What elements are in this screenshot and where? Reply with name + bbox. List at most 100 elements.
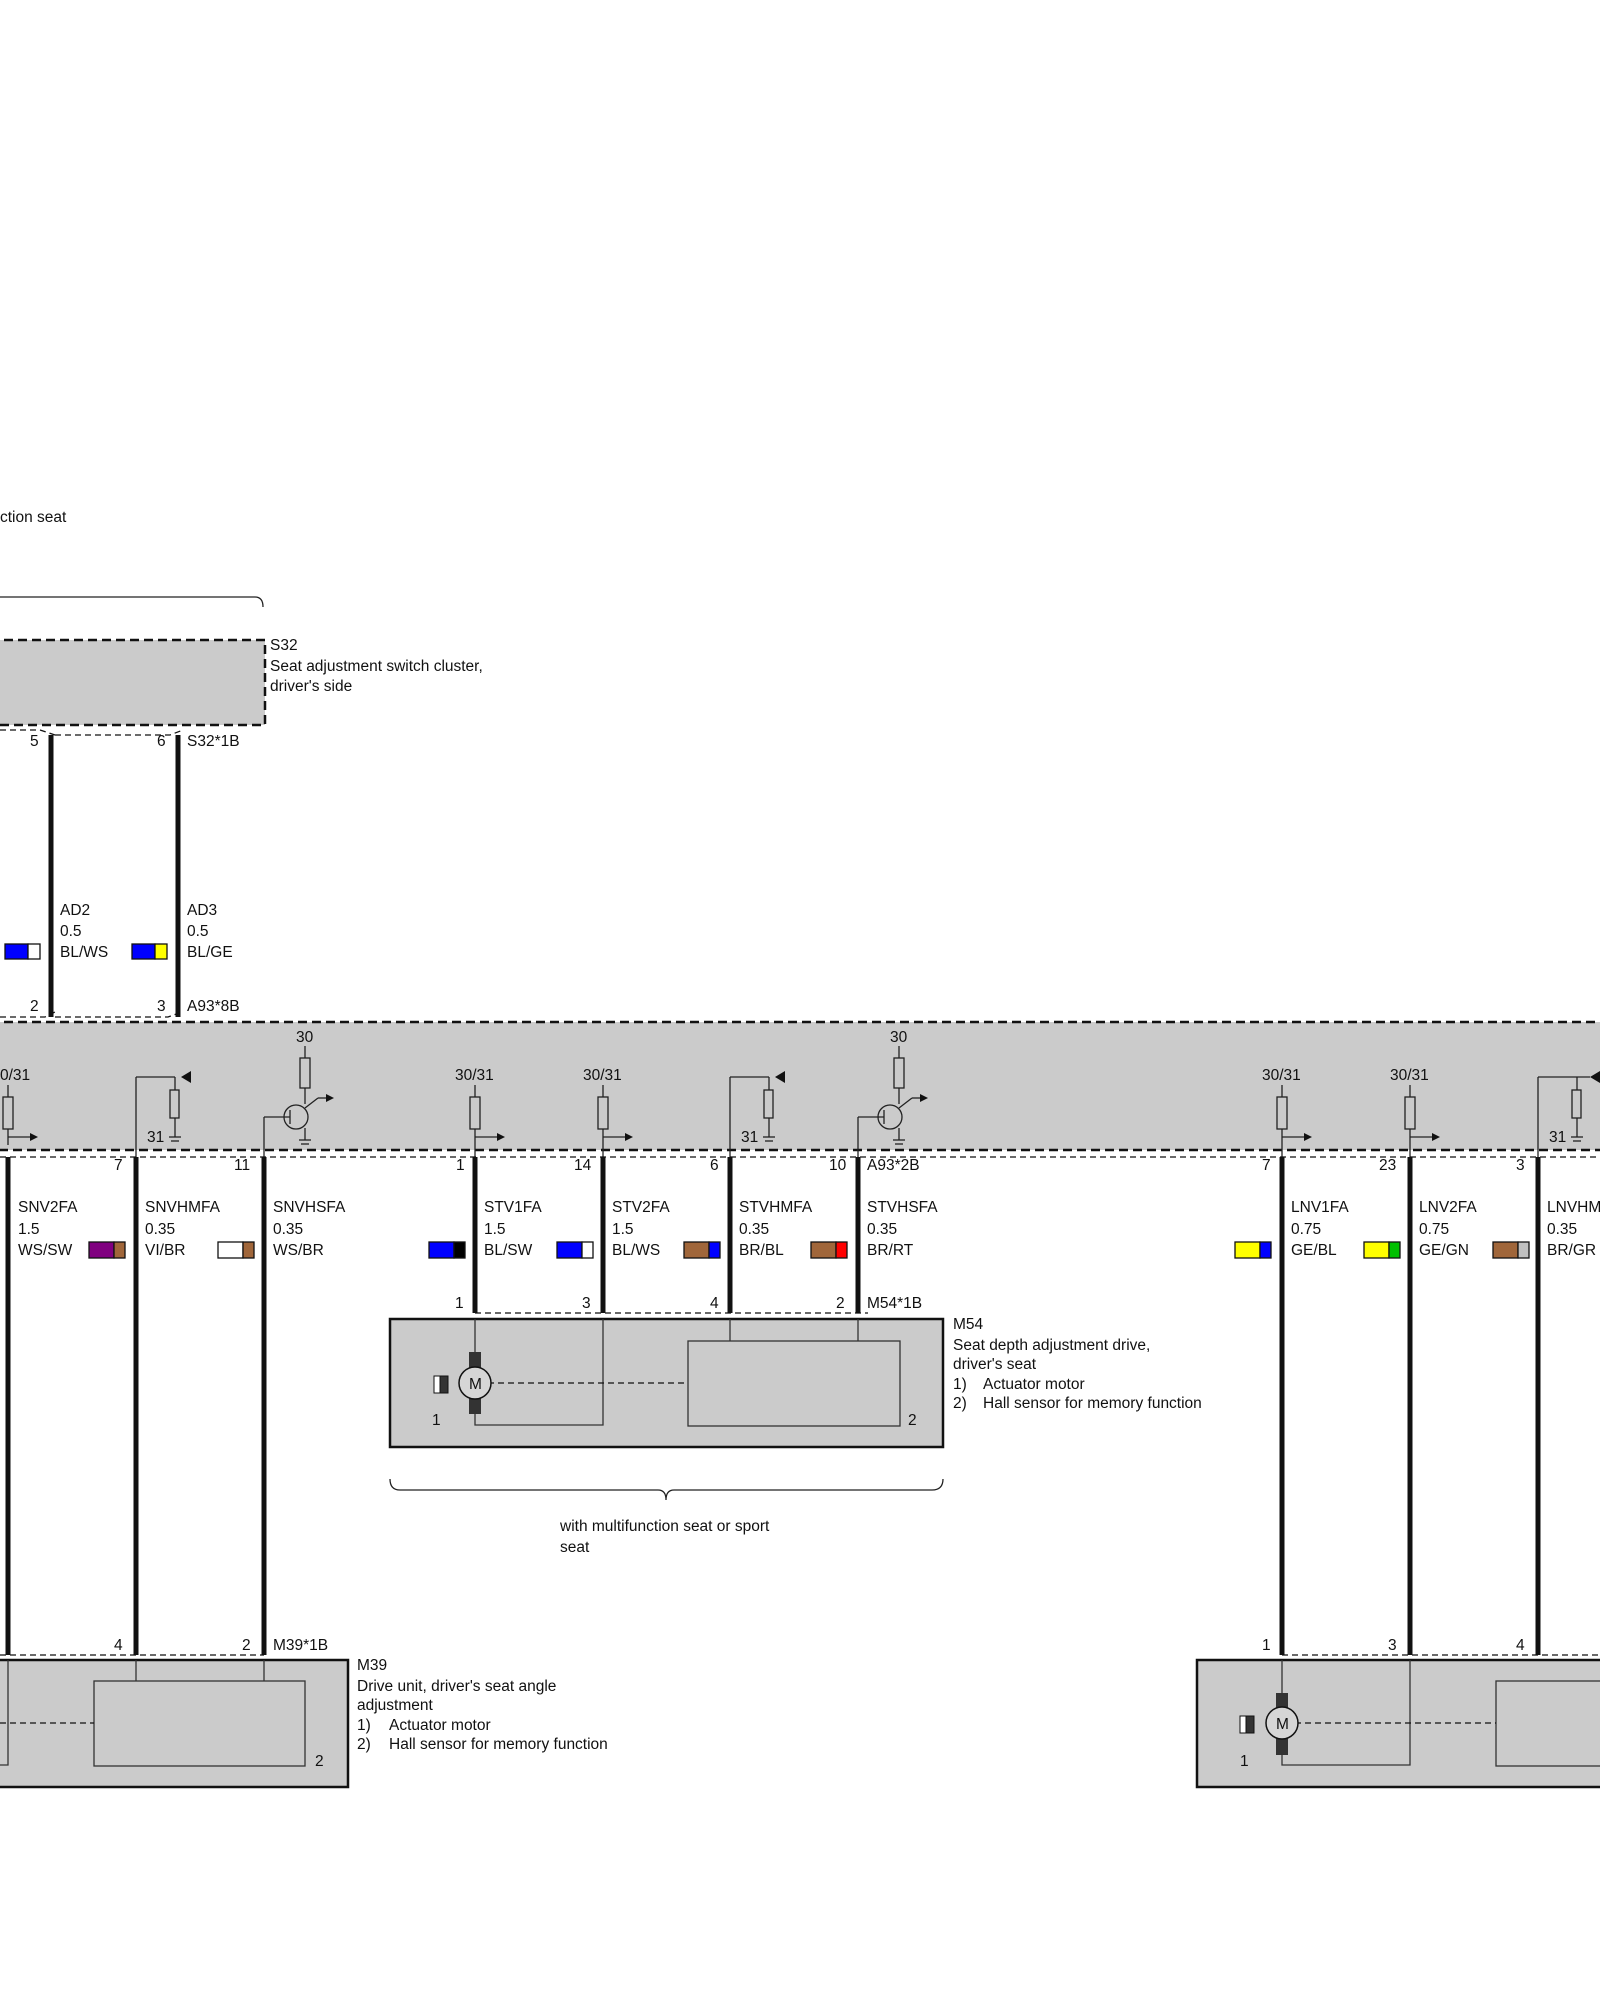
a93-supply-label-4: 30 (890, 1029, 908, 1046)
wire-stv2fa-swatch-a (683, 1241, 710, 1259)
m39-item1-no: 1) (357, 1717, 371, 1734)
wire-lnv2fa-swatch-b (1388, 1241, 1401, 1259)
m54-item1: Actuator motor (983, 1376, 1085, 1393)
wire-stv2fa-swatch-b (708, 1241, 721, 1259)
m39-item2-no: 2) (357, 1736, 371, 1753)
wire-stv2fa-color-code: BL/WS (612, 1242, 660, 1259)
m39-item2: Hall sensor for memory function (389, 1736, 608, 1753)
a93-8b-connector: 2 3 A93*8B (0, 998, 240, 1018)
a93-2b-pin-1: 11 (234, 1157, 250, 1174)
wire-lnvhm-swatch-a (1492, 1241, 1519, 1259)
m54-seat-depth-drive: M 1 2 M54 Seat depth adjustment drive, d… (388, 1316, 1202, 1449)
wire-label-ad2: AD2 0.5 BL/WS (4, 902, 108, 961)
a93-8b-pin-3: 3 (157, 998, 166, 1015)
wire-stvhsfa-name: STVHSFA (867, 1199, 938, 1216)
wire-snvhsfa-swatch-b (453, 1241, 466, 1259)
m54-note-line2: seat (560, 1539, 590, 1556)
a93-supply-label-0: 0/31 (0, 1067, 30, 1084)
wire-snvhmfa-name: SNVHMFA (145, 1199, 221, 1216)
m39-connector: 4 2 M39*1B (0, 1637, 328, 1656)
m39-label-2: 2 (315, 1753, 324, 1770)
wire-label-lnvhm: LNVHM 0.35 BR/GR (1492, 1199, 1600, 1259)
right-motor-connector: 1 3 4 (1262, 1637, 1600, 1656)
wire-snvhmfa-swatch-b (242, 1241, 255, 1259)
a93-2b-pin-2: 1 (456, 1157, 465, 1174)
wire-lnvhm-name: LNVHM (1547, 1199, 1600, 1216)
wire-ad3-size: 0.5 (187, 923, 209, 940)
right-motor-pin-3: 3 (1388, 1637, 1397, 1654)
a93-2b-connector: 7 11 1 14 6 10 A93*2B 7 23 3 (0, 1156, 1600, 1174)
a93-supply-label-2: 30/31 (455, 1067, 494, 1084)
wire-label-snv2fa: SNV2FA 1.5 WS/SW (18, 1199, 126, 1259)
wire-stvhsfa-size: 0.35 (867, 1221, 897, 1238)
a93-2b-pin-7: 23 (1379, 1157, 1396, 1174)
wire-ad3-color-code: BL/GE (187, 944, 233, 961)
s32-pin-5: 5 (30, 733, 39, 750)
m39-pin-4: 4 (114, 1637, 123, 1654)
wire-stvhmfa-name: STVHMFA (739, 1199, 813, 1216)
m54-item1-no: 1) (953, 1376, 967, 1393)
m54-connector-label: M54*1B (867, 1295, 922, 1312)
a93-supply-label-3: 30/31 (583, 1067, 622, 1084)
a93-supply-label-5: 30/31 (1262, 1067, 1301, 1084)
m39-seat-angle-drive: 2 M39 Drive unit, driver's seat angle ad… (0, 1657, 608, 1789)
wire-lnv1fa-size: 0.75 (1291, 1221, 1321, 1238)
wire-stv1fa-name: STV1FA (484, 1199, 542, 1216)
wire-lnvhm-size: 0.35 (1547, 1221, 1577, 1238)
wire-stvhmfa-swatch-b (835, 1241, 848, 1259)
s32-brace (0, 596, 264, 608)
wire-label-lnv2fa: LNV2FA 0.75 GE/GN (1363, 1199, 1477, 1259)
wire-lnvhm-color-code: BR/GR (1547, 1242, 1596, 1259)
s32-pin-6: 6 (157, 733, 166, 750)
wire-lnv2fa-color-code: GE/GN (1419, 1242, 1469, 1259)
wire-snvhsfa-swatch-a (428, 1241, 455, 1259)
wire-stv1fa-color-code: BL/SW (484, 1242, 533, 1259)
m54-note-line1: with multifunction seat or sport (559, 1518, 770, 1535)
m54-pin-2: 2 (836, 1295, 845, 1312)
a93-8b-label: A93*8B (187, 998, 240, 1015)
wire-snv2fa-swatch-a (88, 1241, 115, 1259)
wire-label-stv1fa: STV1FA 1.5 BL/SW (484, 1199, 594, 1259)
wire-snvhsfa-size: 0.35 (273, 1221, 303, 1238)
m39-id: M39 (357, 1657, 387, 1674)
a93-2b-pin-6: 7 (1262, 1157, 1271, 1174)
m54-item2: Hall sensor for memory function (983, 1395, 1202, 1412)
a93-2b-pin-8: 3 (1516, 1157, 1525, 1174)
a93-ground-label-0: 31 (147, 1129, 164, 1146)
wire-lnv1fa-color-code: GE/BL (1291, 1242, 1337, 1259)
a93-2b-pin-4: 6 (710, 1157, 719, 1174)
wire-label-ad3: AD3 0.5 BL/GE (131, 902, 233, 961)
m54-label-1: 1 (432, 1412, 441, 1429)
right-motor-pin-4: 4 (1516, 1637, 1525, 1654)
m54-brace (389, 1478, 944, 1501)
wire-label-snvhsfa: SNVHSFA 0.35 WS/BR (273, 1199, 466, 1259)
s32-connector: 5 6 S32*1B (0, 729, 240, 750)
a93-ground-label-1: 31 (741, 1129, 758, 1146)
s32-desc-line1: Seat adjustment switch cluster, (270, 658, 483, 675)
wire-stvhsfa-color-code: BR/RT (867, 1242, 914, 1259)
wire-ad2-color-swatch-a (4, 943, 29, 960)
a93-2b-pin-5: 10 (829, 1157, 847, 1174)
wire-label-stv2fa: STV2FA 1.5 BL/WS (612, 1199, 721, 1259)
wire-lnv2fa-swatch-a (1363, 1241, 1390, 1259)
right-motor-unit: M 1 (1195, 1658, 1600, 1789)
m39-desc-line2: adjustment (357, 1697, 434, 1714)
m54-desc-line2: driver's seat (953, 1356, 1037, 1373)
m39-pin-2: 2 (242, 1637, 251, 1654)
wire-snvhmfa-swatch-a (217, 1241, 244, 1259)
a93-2b-label: A93*2B (867, 1157, 920, 1174)
right-motor-symbol: M (1276, 1716, 1289, 1733)
wire-stvhmfa-color-code: BR/BL (739, 1242, 784, 1259)
wire-label-snvhmfa: SNVHMFA 0.35 VI/BR (145, 1199, 255, 1259)
wire-lnv2fa-name: LNV2FA (1419, 1199, 1477, 1216)
m54-item2-no: 2) (953, 1395, 967, 1412)
wire-label-lnv1fa: LNV1FA 0.75 GE/BL (1234, 1199, 1349, 1259)
a93-supply-label-6: 30/31 (1390, 1067, 1429, 1084)
wire-ad2-size: 0.5 (60, 923, 82, 940)
wire-ad2-color-code: BL/WS (60, 944, 108, 961)
wire-label-stvhsfa: STVHSFA 0.35 BR/RT (867, 1199, 938, 1259)
wire-lnvhm-swatch-b (1517, 1241, 1530, 1259)
m54-pin-4: 4 (710, 1295, 719, 1312)
wire-snvhmfa-color-code: VI/BR (145, 1242, 185, 1259)
